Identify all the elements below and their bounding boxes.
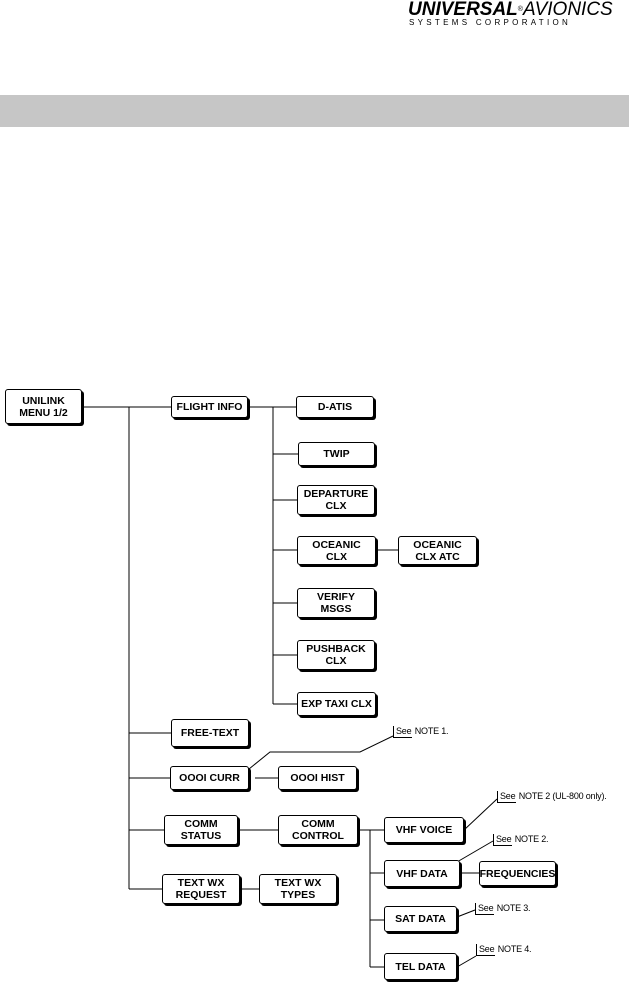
node-departure-clx: DEPARTURE CLX xyxy=(297,485,375,515)
node-d-atis: D-ATIS xyxy=(296,396,374,418)
logo-word-avionics: AVIONICS xyxy=(522,0,613,20)
logo-word-universal: UNIVERSAL xyxy=(408,0,518,20)
section-header-band xyxy=(0,95,629,127)
node-oceanic-clx-atc: OCEANIC CLX ATC xyxy=(398,536,477,565)
note-3-label: See NOTE 3. xyxy=(475,903,531,915)
node-free-text: FREE-TEXT xyxy=(171,719,249,747)
note-ref: NOTE 4. xyxy=(497,944,532,954)
note-1-label: See NOTE 1. xyxy=(393,726,449,738)
note-2-ul800-label: See NOTE 2 (UL-800 only). xyxy=(497,791,607,803)
node-comm-status: COMM STATUS xyxy=(164,815,238,845)
node-vhf-voice: VHF VOICE xyxy=(384,817,464,843)
node-twip: TWIP xyxy=(298,442,375,466)
node-tel-data: TEL DATA xyxy=(384,953,457,980)
node-vhf-data: VHF DATA xyxy=(384,860,460,887)
node-exp-taxi-clx: EXP TAXI CLX xyxy=(297,692,376,716)
see-label: See xyxy=(393,726,413,738)
node-oceanic-clx: OCEANIC CLX xyxy=(297,536,376,565)
note-leader xyxy=(456,909,476,918)
note-leader xyxy=(456,840,494,863)
logo-wordmark: UNIVERSAL®AVIONICS xyxy=(408,0,613,19)
note-4-label: See NOTE 4. xyxy=(476,944,532,956)
note-ref: NOTE 2. xyxy=(514,834,549,844)
note-leader xyxy=(248,735,394,770)
see-label: See xyxy=(476,944,496,956)
see-label: See xyxy=(493,834,513,846)
node-frequencies: FREQUENCIES xyxy=(479,861,556,886)
see-label: See xyxy=(475,903,495,915)
universal-avionics-logo: UNIVERSAL®AVIONICS SYSTEMS CORPORATION xyxy=(408,0,620,30)
node-oooi-curr: OOOI CURR xyxy=(170,766,249,790)
note-leader xyxy=(456,955,477,968)
node-text-wx-request: TEXT WX REQUEST xyxy=(162,874,240,904)
logo-subtitle: SYSTEMS CORPORATION xyxy=(409,18,572,27)
node-flight-info: FLIGHT INFO xyxy=(171,396,248,418)
note-leader xyxy=(463,798,498,831)
node-comm-control: COMM CONTROL xyxy=(278,815,358,845)
note-2-label: See NOTE 2. xyxy=(493,834,549,846)
note-ref: NOTE 2 (UL-800 only). xyxy=(518,791,607,801)
node-pushback-clx: PUSHBACK CLX xyxy=(297,640,375,670)
node-text-wx-types: TEXT WX TYPES xyxy=(259,874,337,904)
node-verify-msgs: VERIFY MSGS xyxy=(297,588,375,618)
node-oooi-hist: OOOI HIST xyxy=(278,766,357,790)
node-unilink-menu: UNILINK MENU 1/2 xyxy=(5,389,82,424)
node-sat-data: SAT DATA xyxy=(384,906,457,932)
note-ref: NOTE 3. xyxy=(496,903,531,913)
see-label: See xyxy=(497,791,517,803)
logo-registered-mark: ® xyxy=(517,6,523,13)
note-ref: NOTE 1. xyxy=(414,726,449,736)
